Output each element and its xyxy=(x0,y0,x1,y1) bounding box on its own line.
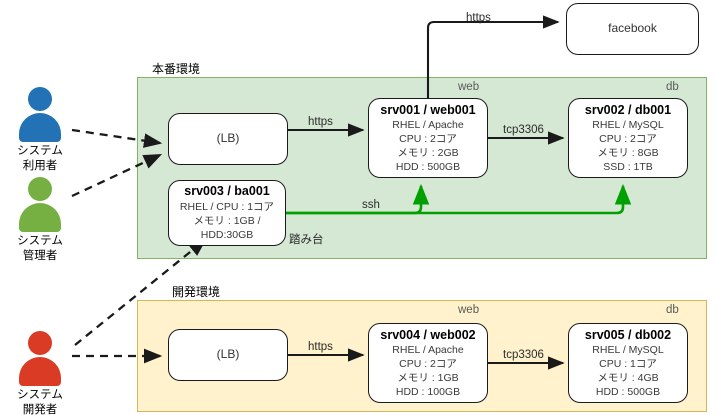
tier-label-dev-db: db xyxy=(666,304,679,316)
node-dev-db-spec-3: HDD : 500GB xyxy=(595,385,661,398)
node-dev-web-spec-0: RHEL / Apache xyxy=(392,344,464,357)
node-prod-bastion-title: srv003 / ba001 xyxy=(184,184,270,199)
node-prod-db-spec-1: CPU : 2コア xyxy=(599,132,657,145)
node-prod-bastion[interactable]: srv003 / ba001 RHEL / CPU : 1コア メモリ : 1G… xyxy=(168,180,286,246)
node-dev-web[interactable]: srv004 / web002 RHEL / Apache CPU : 2コア … xyxy=(368,323,488,403)
node-dev-db-spec-1: CPU : 1コア xyxy=(599,357,657,370)
node-dev-web-title: srv004 / web002 xyxy=(380,327,476,342)
node-prod-lb[interactable]: (LB) xyxy=(168,113,288,165)
node-dev-db-spec-0: RHEL / MySQL xyxy=(592,344,664,357)
node-dev-lb-title: (LB) xyxy=(216,347,240,362)
actor-system-admin: システム 管理者 xyxy=(12,176,68,263)
node-prod-web[interactable]: srv001 / web001 RHEL / Apache CPU : 2コア … xyxy=(368,98,488,178)
actor-system-admin-line2: 管理者 xyxy=(22,249,58,262)
actor-system-developer-line2: 開発者 xyxy=(22,403,58,415)
node-prod-web-spec-1: CPU : 2コア xyxy=(399,132,457,145)
node-prod-db[interactable]: srv002 / db001 RHEL / MySQL CPU : 2コア メモ… xyxy=(568,98,688,178)
node-dev-db[interactable]: srv005 / db002 RHEL / MySQL CPU : 1コア メモ… xyxy=(568,323,688,403)
node-prod-db-spec-2: メモリ : 8GB xyxy=(597,146,659,159)
tier-label-prod-web: web xyxy=(458,81,480,93)
node-prod-lb-title: (LB) xyxy=(216,131,240,146)
node-dev-lb[interactable]: (LB) xyxy=(168,329,288,381)
node-dev-db-spec-2: メモリ : 4GB xyxy=(597,371,659,384)
development-environment-label: 開発環境 xyxy=(172,285,221,299)
actor-system-developer: システム 開発者 xyxy=(12,330,68,415)
actor-system-admin-line1: システム xyxy=(17,235,63,247)
node-prod-web-spec-3: HDD : 500GB xyxy=(395,160,461,173)
node-dev-web-spec-3: HDD : 100GB xyxy=(395,385,461,398)
node-dev-web-spec-1: CPU : 2コア xyxy=(399,357,457,370)
node-facebook-title: facebook xyxy=(608,21,657,36)
node-prod-web-spec-2: メモリ : 2GB xyxy=(397,146,459,159)
tier-label-prod-db: db xyxy=(666,81,679,93)
tier-label-dev-web: web xyxy=(458,304,480,316)
node-prod-bastion-role-label: 踏み台 xyxy=(289,234,324,246)
node-dev-web-spec-2: メモリ : 1GB xyxy=(397,371,459,384)
production-environment-label: 本番環境 xyxy=(152,62,201,76)
edge-label-prod-tcp3306: tcp3306 xyxy=(503,124,544,136)
edge-label-ssh: ssh xyxy=(362,199,380,211)
node-prod-bastion-spec-2: HDD:30GB xyxy=(200,228,254,241)
user-icon xyxy=(12,176,68,232)
user-icon xyxy=(12,86,68,142)
user-icon xyxy=(12,330,68,386)
node-prod-db-spec-3: SSD : 1TB xyxy=(603,160,653,173)
actor-system-user: システム 利用者 xyxy=(12,86,68,173)
node-prod-bastion-spec-1: メモリ : 1GB / xyxy=(193,214,261,227)
edge-label-facebook-https: https xyxy=(466,12,491,24)
node-prod-db-spec-0: RHEL / MySQL xyxy=(592,119,664,132)
node-prod-web-spec-0: RHEL / Apache xyxy=(392,119,464,132)
node-prod-bastion-spec-0: RHEL / CPU : 1コア xyxy=(179,200,275,213)
edge-label-dev-lb-https: https xyxy=(308,341,333,353)
actor-system-user-line1: システム xyxy=(17,145,63,157)
node-prod-web-title: srv001 / web001 xyxy=(380,102,476,117)
node-facebook[interactable]: facebook xyxy=(566,3,699,55)
actor-system-developer-line1: システム xyxy=(17,389,63,401)
edge-label-dev-tcp3306: tcp3306 xyxy=(503,349,544,361)
actor-system-user-line2: 利用者 xyxy=(22,159,58,172)
node-prod-db-title: srv002 / db001 xyxy=(584,102,672,117)
node-dev-db-title: srv005 / db002 xyxy=(584,327,672,342)
edge-label-prod-lb-https: https xyxy=(308,116,333,128)
